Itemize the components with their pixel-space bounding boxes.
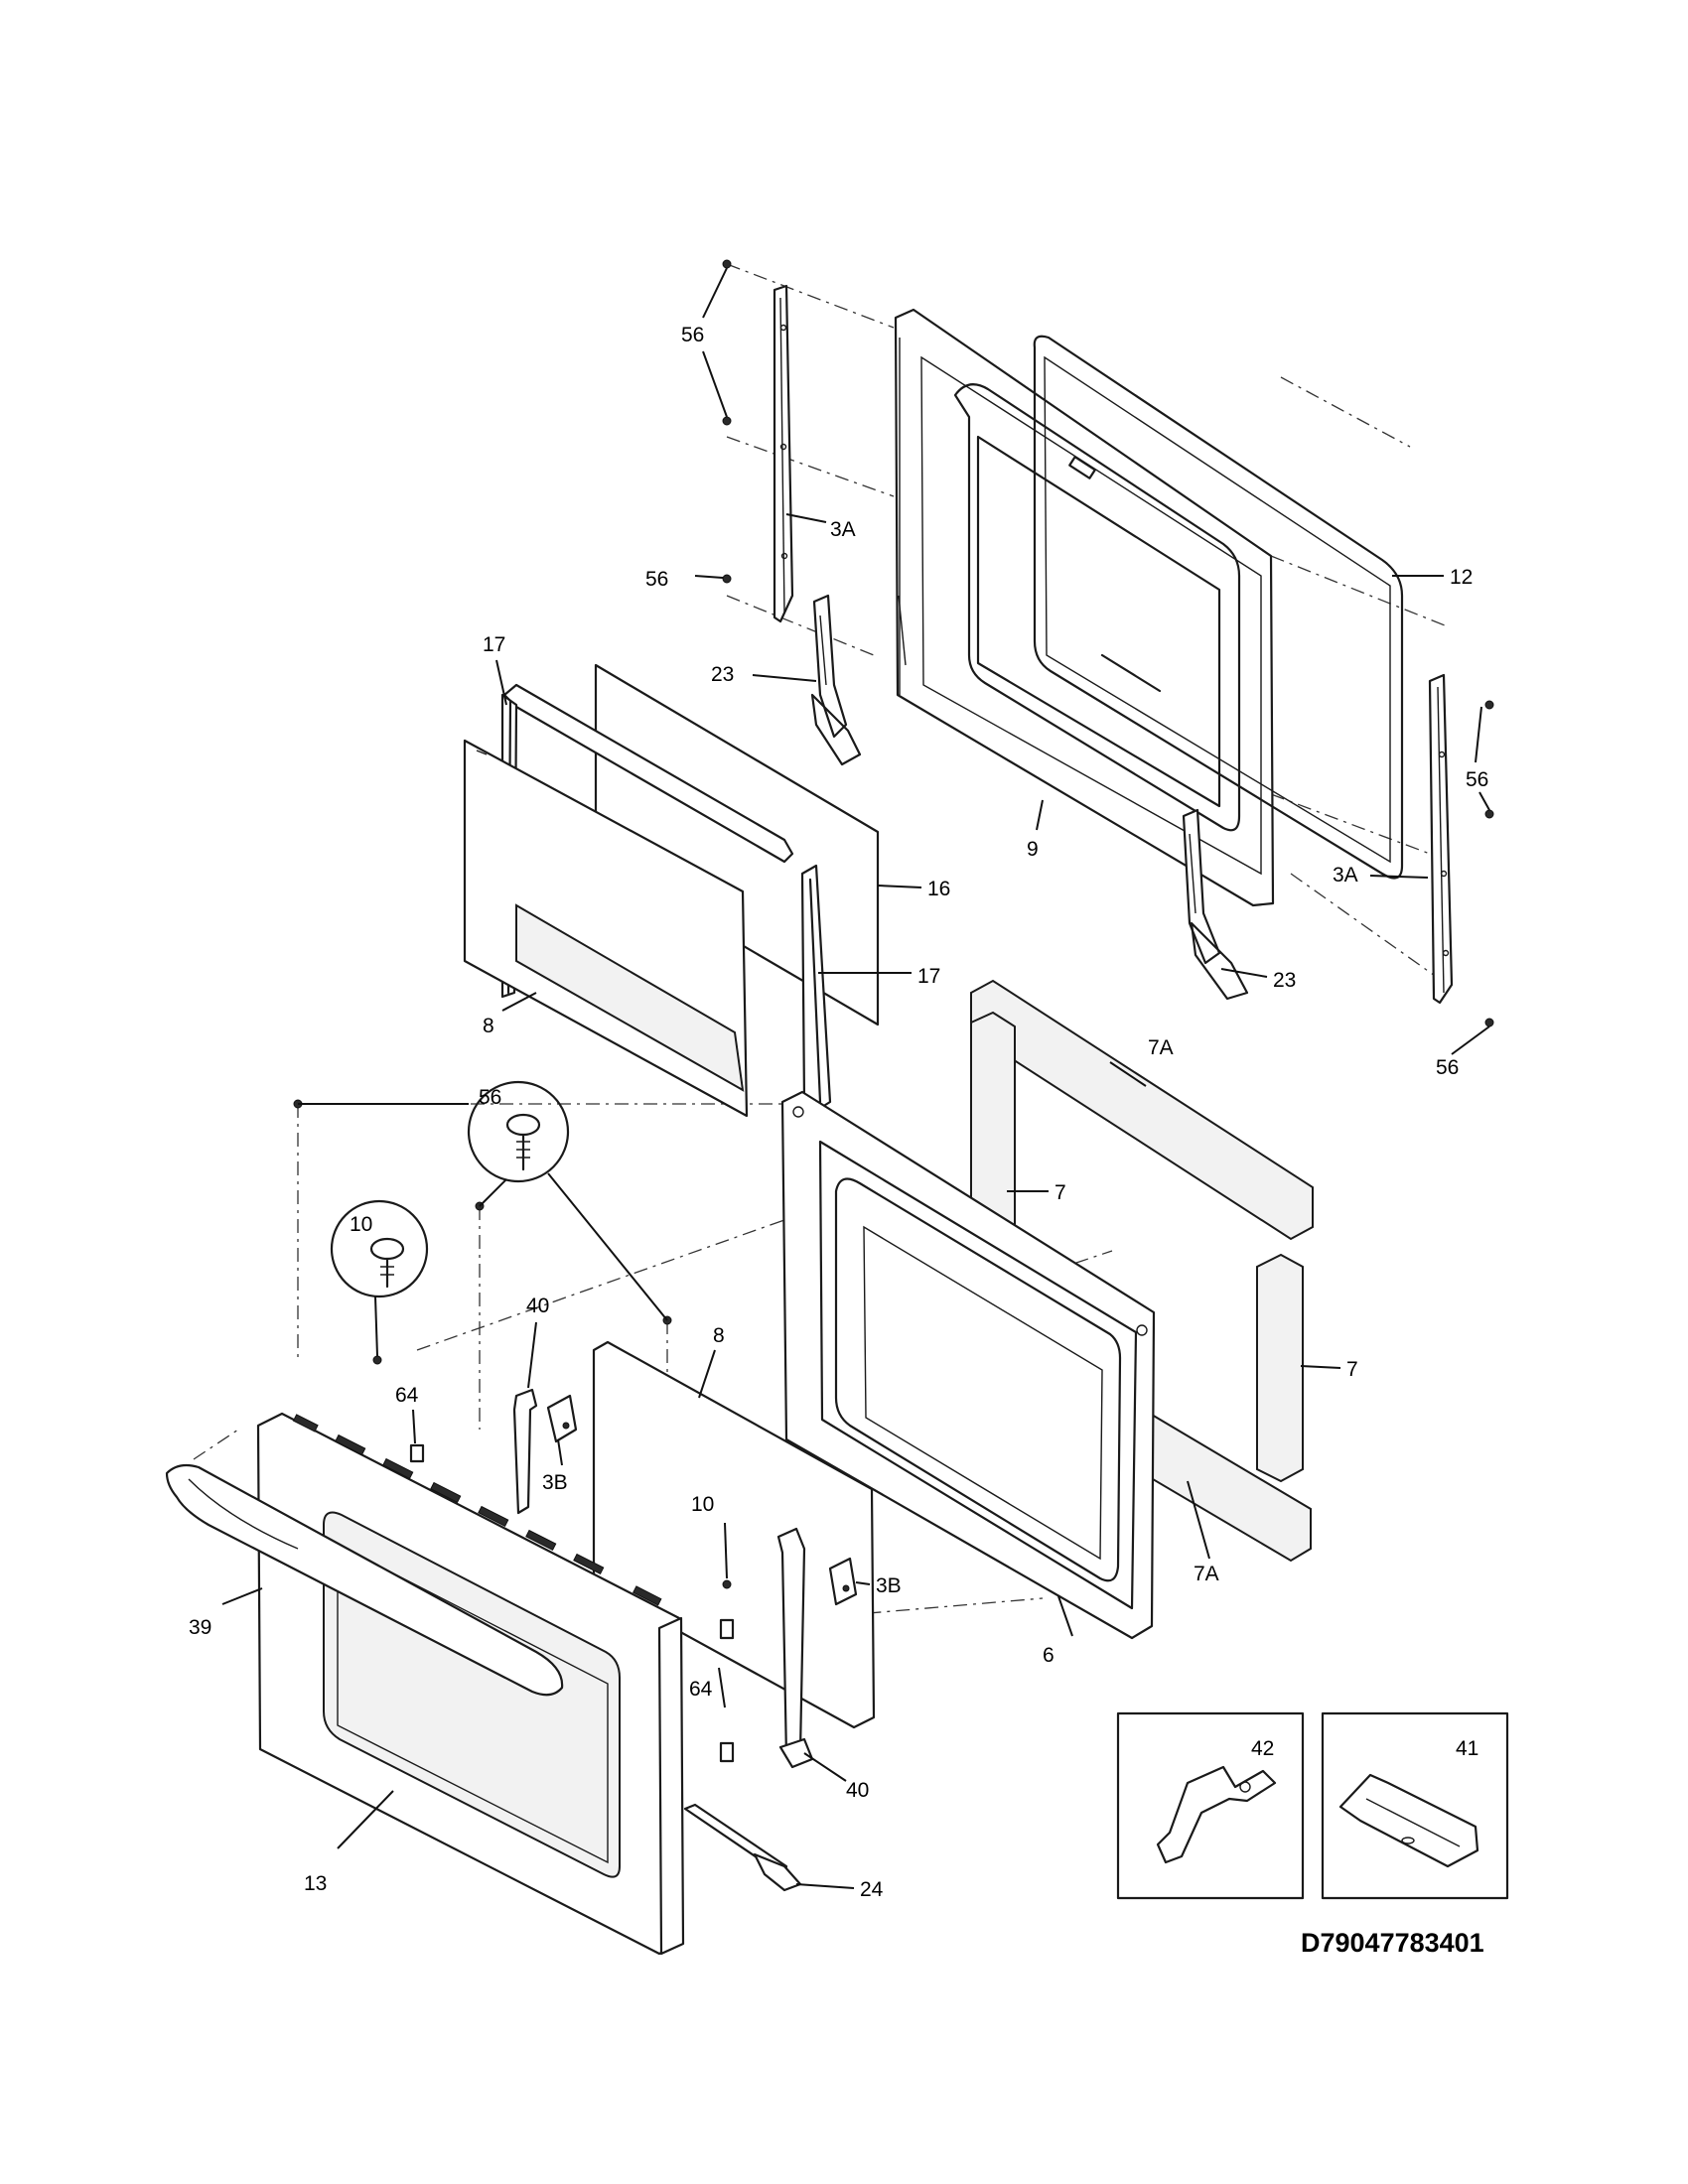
callout-40-top: 40 xyxy=(526,1295,549,1317)
leader-lines xyxy=(221,267,1490,1889)
hinge-right xyxy=(1182,808,1249,1001)
callout-17-top: 17 xyxy=(483,633,505,656)
door-handle xyxy=(165,1463,564,1697)
hinge-channel-left xyxy=(773,284,794,623)
diagram-code: D79047783401 xyxy=(1301,1928,1484,1958)
callout-56-left: 56 xyxy=(645,568,668,591)
screw-10-callout xyxy=(330,1199,429,1357)
callout-10-circle: 10 xyxy=(350,1213,372,1236)
callout-3A-right: 3A xyxy=(1333,864,1358,887)
callout-8-mid: 8 xyxy=(713,1324,725,1347)
hinge-left xyxy=(810,594,862,766)
glass-pack xyxy=(463,663,880,1118)
inner-door-panel xyxy=(894,308,1275,907)
retainer-40-right xyxy=(776,1527,814,1769)
clips-3b xyxy=(546,1394,858,1606)
callout-7-top: 7 xyxy=(1055,1181,1066,1204)
callout-16: 16 xyxy=(927,878,950,900)
callout-labels: 56 3A 56 12 23 17 9 56 3A 16 17 23 8 56 … xyxy=(189,324,1488,1901)
callout-42: 42 xyxy=(1251,1737,1274,1760)
callout-56-right: 56 xyxy=(1466,768,1488,791)
door-rail xyxy=(683,1803,802,1892)
vent-slots xyxy=(292,1414,662,1606)
door-gasket xyxy=(1033,335,1404,880)
inset-box-42 xyxy=(1116,1711,1305,1900)
callout-64-top: 64 xyxy=(395,1384,419,1407)
hinge-channel-right xyxy=(1428,673,1454,1005)
callout-12: 12 xyxy=(1450,566,1473,589)
callout-13: 13 xyxy=(304,1872,327,1895)
door-liner xyxy=(780,1090,1156,1640)
callout-40-bottom: 40 xyxy=(846,1779,869,1802)
callout-23-right: 23 xyxy=(1273,969,1296,992)
callout-24: 24 xyxy=(860,1878,884,1901)
callout-17-right: 17 xyxy=(917,965,940,988)
callout-23-left: 23 xyxy=(711,663,734,686)
callout-10-mid: 10 xyxy=(691,1493,714,1516)
screw-56-top xyxy=(722,259,732,584)
callout-64-bottom: 64 xyxy=(689,1678,713,1701)
callout-8-left: 8 xyxy=(483,1015,494,1037)
screw-56-right xyxy=(1484,700,1494,1027)
callout-41: 41 xyxy=(1456,1737,1478,1760)
callout-3A-left: 3A xyxy=(830,518,856,541)
callout-9: 9 xyxy=(1027,838,1039,861)
callout-56-circle: 56 xyxy=(479,1086,501,1109)
callout-7A-top: 7A xyxy=(1148,1036,1174,1059)
callout-3B-right: 3B xyxy=(876,1574,902,1597)
callout-56-bottom-right: 56 xyxy=(1436,1056,1459,1079)
callout-6: 6 xyxy=(1043,1644,1055,1667)
callout-7-right: 7 xyxy=(1346,1358,1358,1381)
callout-3B-left: 3B xyxy=(542,1471,568,1494)
callout-7A-bottom: 7A xyxy=(1194,1563,1219,1585)
screw-56-callout xyxy=(298,1080,668,1321)
callout-56-top: 56 xyxy=(681,324,704,346)
callout-39: 39 xyxy=(189,1616,211,1639)
inset-box-41 xyxy=(1321,1711,1509,1900)
retainer-40-left xyxy=(512,1388,538,1515)
